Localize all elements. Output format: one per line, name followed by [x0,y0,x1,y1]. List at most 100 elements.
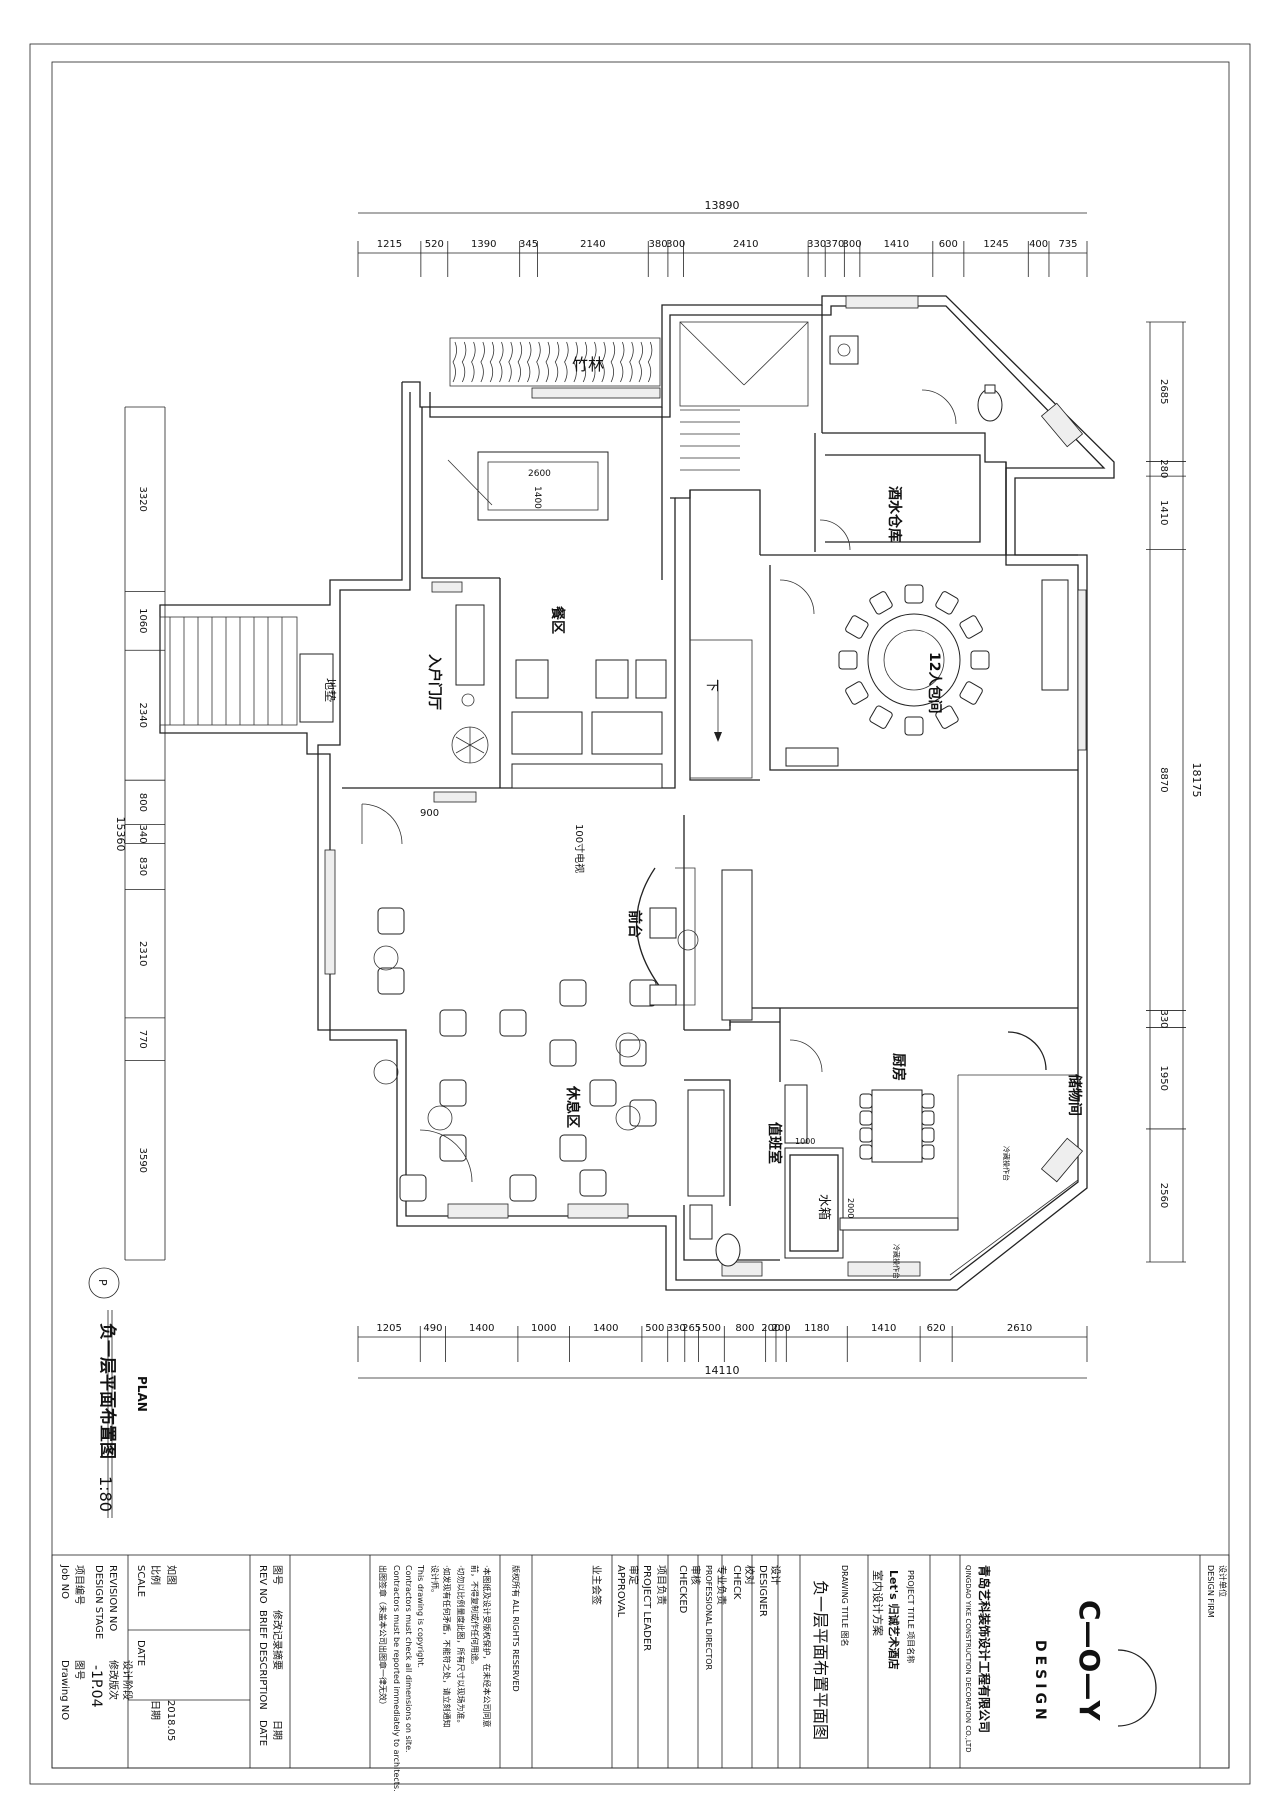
kitchen-label: 厨房 [890,1053,907,1081]
tb-design-firm-cn: 设计单位 [1218,1565,1228,1597]
bottom-dim-3: 1000 [531,1323,556,1334]
tb-checked: CHECKED [677,1565,688,1614]
tb-check: CHECK [731,1565,742,1600]
right-dim-3: 8870 [1158,767,1169,792]
dining-chair [838,650,858,670]
left-dim-6: 2310 [137,941,148,966]
outer-border [29,43,1251,1785]
top-dim-9: 370 [825,239,844,250]
tb-note1b: 前，不得复制或作任何用途。 [470,1565,480,1669]
left-dim-1: 1060 [137,608,148,633]
top-dim-0: 1215 [377,239,402,250]
plan-walls: 地垫 [159,295,1115,1291]
water-tank [784,1147,844,1259]
left-dim-0: 3320 [137,486,148,511]
tb-drawing-no-val: -1P.04 [88,1665,104,1708]
lounge-chair [499,1009,527,1037]
billiard-width-dim: 2600 [528,469,551,479]
kitchen-chair [859,1093,873,1109]
doormat-label: 地垫 [323,678,338,702]
tb-note3b: 设计师。 [430,1565,440,1597]
lounge-chair [399,1174,427,1202]
top-dim-12: 600 [939,239,958,250]
top-dim-15: 735 [1058,239,1077,250]
room-labels: 餐区 入户门厅 酒水仓库 12人包间 前台 100寸电视 休息区 厨房 储物间 … [420,486,1083,1279]
tb-company-cn: 青岛艺科装饰设计工程有限公司 [977,1565,992,1733]
logo-text: DESIGN [1032,1640,1048,1724]
right-dim-4: 330 [1158,1009,1169,1028]
tb-project-name: Let's 归诚艺术酒店 [887,1570,901,1669]
lounge-side-table [373,945,399,971]
tb-note-en3: Contractors must be reported immediately… [392,1565,401,1792]
title-block: Job NO 项目编号 DESIGN STAGE REVISION NO Dra… [51,1554,1230,1792]
kitchen-chair [859,1144,873,1160]
dining-chair [869,705,893,729]
tb-note2: ·切勿以比例量度此图，所有尺寸以现场为准。 [456,1565,466,1728]
tb-date-val: 2018.05 [165,1700,176,1741]
lounge-chair [377,907,405,935]
cabinet2-label: 冷藏操作台 [892,1244,901,1279]
tb-note1: ·本图纸及设计受版权保护，在未经本公司同意 [482,1565,492,1728]
tb-note3: ·如发现有任何矛盾，不能符之处，请立刻通知 [442,1565,452,1728]
furniture: 2600 1400 [361,335,1069,1267]
lounge-chair [439,1009,467,1037]
tb-approval-cn: 审定 [627,1565,640,1585]
billiard-table [477,451,609,521]
bottom-dim-8: 500 [702,1323,721,1334]
bottom-dim-1: 490 [423,1323,442,1334]
tb-designer: DESIGNER [757,1565,768,1617]
bottom-dim-6: 330 [667,1323,686,1334]
tb-job: Job NO [59,1564,70,1599]
lounge-side-table [373,1059,399,1085]
top-total-dim: 13890 [705,199,740,212]
dining-chair [904,584,924,604]
lounge-chair [579,1169,607,1197]
lounge-chair [629,1099,657,1127]
tb-project-leader: PROJECT LEADER [641,1565,652,1651]
tb-checked-cn: 审核 [689,1565,702,1585]
lounge-side-table [615,1032,641,1058]
top-dim-1: 520 [425,239,444,250]
plan-marker [88,1267,120,1299]
front-desk-label: 前台 [626,910,643,938]
right-dim-2: 1410 [1158,500,1169,525]
tb-prof-director-cn: 专业负责 [715,1565,728,1605]
dining-chair [845,681,869,705]
lounge-chair [619,1039,647,1067]
top-dim-2: 1390 [471,239,496,250]
left-dim-8: 3590 [137,1148,148,1173]
bottom-dim-11: 200 [772,1323,791,1334]
lounge-chair [559,979,587,1007]
tb-rev: REVISION NO [107,1565,118,1631]
dining-chair [970,650,990,670]
top-dim-3: 345 [519,239,538,250]
dining-chair [935,591,959,615]
top-dim-7: 2410 [733,239,758,250]
right-dim-0: 2685 [1158,379,1169,404]
bamboo-area [449,337,661,387]
door-900-dim: 900 [420,808,439,819]
tb-check-cn: 校对 [743,1565,756,1585]
tb-drawing-no-cn: 图号 [73,1660,85,1680]
bottom-dim-9: 800 [735,1323,754,1334]
right-dim-5: 1950 [1158,1066,1169,1091]
right-total-dim: 18175 [1190,763,1203,798]
top-dim-4: 2140 [580,239,605,250]
private-room-label: 12人包间 [926,652,943,713]
left-total-dim: 15360 [114,817,127,852]
plan-scale-label: 1:80 [96,1476,115,1512]
bottom-dim-15: 2610 [1007,1323,1032,1334]
lounge-chair [439,1134,467,1162]
tb-project-title-label: PROJECT TITLE 项目名称 [906,1570,916,1663]
tb-date: DATE [135,1640,146,1666]
left-dim-7: 770 [137,1030,148,1049]
plan-subtitle-label: PLAN [135,1376,149,1412]
wine-store-label: 酒水仓库 [886,486,903,542]
bottom-dim-2: 1400 [469,1323,494,1334]
svg-text:C—O—Y: C—O—Y [1073,1600,1106,1721]
lounge-chair [377,967,405,995]
